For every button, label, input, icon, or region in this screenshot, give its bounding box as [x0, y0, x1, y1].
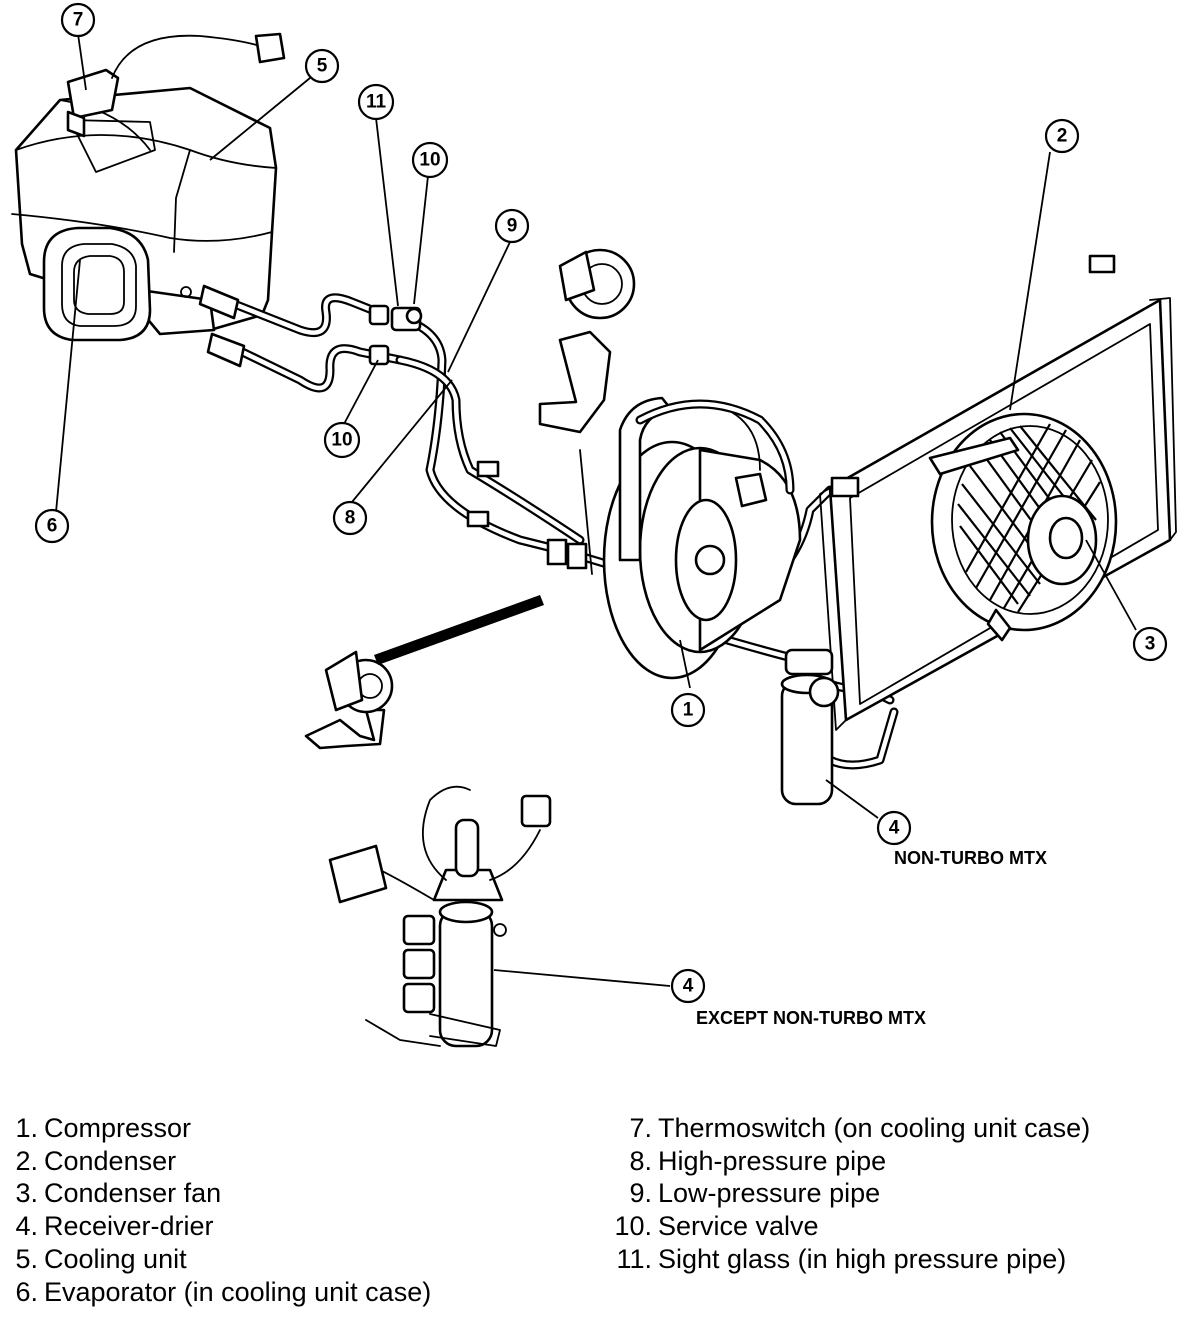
legend-label: Sight glass (in high pressure pipe): [658, 1243, 1067, 1274]
legend-item: 9.Low-pressure pipe: [604, 1177, 1090, 1210]
callout-10-upper: 10: [411, 141, 449, 179]
callout-label: 10: [419, 150, 440, 171]
evaporator: [42, 226, 152, 342]
callout-label: 10: [331, 430, 352, 451]
callout-5: 5: [304, 48, 340, 84]
callout-11: 11: [357, 83, 395, 121]
legend-item: 8.High-pressure pipe: [604, 1145, 1090, 1178]
legend-item: 6.Evaporator (in cooling unit case): [4, 1276, 431, 1309]
thermoswitch: [66, 32, 286, 138]
bracket-lower: [304, 595, 544, 750]
legend-item: 7.Thermoswitch (on cooling unit case): [604, 1112, 1090, 1145]
callout-label: 7: [73, 10, 84, 31]
callout-label: 8: [345, 508, 356, 529]
sight-glass: [390, 306, 423, 332]
callout-6: 6: [34, 508, 70, 544]
callout-9: 9: [494, 208, 530, 244]
callout-10-lower: 10: [323, 421, 361, 459]
legend-left-column: 1.Compressor 2.Condenser 3.Condenser fan…: [4, 1112, 431, 1308]
callout-label: 5: [317, 56, 328, 77]
callout-label: 11: [366, 92, 387, 113]
legend-label: Condenser: [44, 1145, 177, 1176]
legend-item: 10.Service valve: [604, 1210, 1090, 1243]
callout-label: 3: [1145, 634, 1156, 655]
legend-number: 9.: [629, 1178, 652, 1209]
callout-1: 1: [670, 692, 706, 728]
legend-label: Condenser fan: [44, 1178, 222, 1209]
legend-number: 6.: [15, 1276, 38, 1307]
legend-number: 7.: [629, 1113, 652, 1143]
legend-item: 11.Sight glass (in high pressure pipe): [604, 1243, 1090, 1276]
legend-number: 11.: [616, 1243, 652, 1274]
legend-label: High-pressure pipe: [658, 1145, 887, 1176]
legend-number: 1.: [15, 1113, 38, 1143]
legend-label: Thermoswitch (on cooling unit case): [658, 1113, 1091, 1143]
callout-label: 2: [1057, 126, 1068, 147]
legend-number: 4.: [15, 1211, 38, 1242]
legend-label: Low-pressure pipe: [658, 1178, 881, 1209]
legend-label: Cooling unit: [44, 1243, 187, 1274]
legend-label: Receiver-drier: [44, 1211, 214, 1242]
legend-item: 3.Condenser fan: [4, 1177, 431, 1210]
callout-3: 3: [1132, 626, 1168, 662]
legend-number: 8.: [629, 1145, 652, 1176]
compressor: [602, 396, 802, 680]
callout-label: 4: [889, 818, 900, 839]
callout-4-non-turbo: 4: [876, 810, 912, 846]
legend-item: 1.Compressor: [4, 1112, 431, 1145]
callout-8: 8: [332, 500, 368, 536]
legend-label: Compressor: [44, 1113, 192, 1143]
callout-label: 9: [507, 216, 518, 237]
legend-number: 3.: [15, 1178, 38, 1209]
legend-item: 2.Condenser: [4, 1145, 431, 1178]
condenser-fan: [928, 412, 1118, 642]
callout-2: 2: [1044, 118, 1080, 154]
legend-number: 5.: [15, 1243, 38, 1274]
legend-item: 4.Receiver-drier: [4, 1210, 431, 1243]
legend-number: 2.: [15, 1145, 38, 1176]
legend-label: Service valve: [658, 1211, 819, 1242]
legend-number: 10.: [614, 1211, 652, 1242]
receiver-drier-except-non-turbo: [328, 785, 552, 1048]
callout-label: 1: [683, 700, 694, 721]
callout-7: 7: [60, 2, 96, 38]
callout-label: 4: [683, 976, 694, 997]
bracket-upper: [538, 248, 636, 575]
callout-4-except-non-turbo: 4: [670, 968, 706, 1004]
legend-right-column: 7.Thermoswitch (on cooling unit case) 8.…: [604, 1112, 1090, 1276]
label-non-turbo-mtx: NON-TURBO MTX: [894, 848, 1047, 868]
legend-item: 5.Cooling unit: [4, 1243, 431, 1276]
leader-lines: [55, 33, 1137, 987]
callout-label: 6: [47, 516, 58, 537]
service-valves: [368, 304, 390, 366]
legend-label: Evaporator (in cooling unit case): [44, 1276, 432, 1307]
ac-system-diagram: 7 5 11 10 9 2 10 6 8 3 1 4 4 NON-TURBO M…: [11, 2, 1177, 1048]
label-except-non-turbo-mtx: EXCEPT NON-TURBO MTX: [696, 1008, 926, 1028]
receiver-drier-non-turbo: [780, 648, 840, 806]
